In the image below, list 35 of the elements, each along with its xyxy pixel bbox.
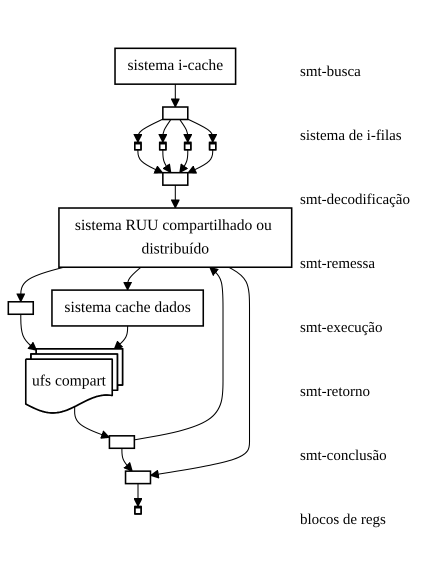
stage-label: smt-conclusão <box>300 448 388 464</box>
arrow <box>20 314 38 351</box>
node-bar <box>108 434 136 449</box>
node-bar <box>124 470 152 484</box>
arrow <box>134 266 224 440</box>
stage-label: smt-execução <box>300 320 384 336</box>
arrow <box>188 118 218 143</box>
node-box: sistema cache dados <box>51 289 204 327</box>
arrow <box>179 119 192 143</box>
arrow <box>187 150 214 174</box>
stage-label: smt-retorno <box>300 384 371 400</box>
node-bar <box>8 300 34 315</box>
arrow <box>170 84 180 108</box>
stage-label: smt-remessa <box>300 256 376 272</box>
stage-label: sistema de i-filas <box>300 128 403 144</box>
arrow <box>158 119 172 143</box>
arrow <box>121 448 133 472</box>
arrow <box>123 266 142 290</box>
node-bar <box>162 106 189 120</box>
stage-label: smt-decodificação <box>300 192 411 208</box>
arrow <box>137 150 164 174</box>
node-box: sistema RUU compartilhado ou distribuído <box>58 207 292 268</box>
node-box: sistema i-cache <box>114 47 236 85</box>
arrow <box>114 326 128 350</box>
arrow <box>150 266 250 478</box>
stage-label: smt-busca <box>300 64 362 80</box>
arrow <box>74 407 110 439</box>
arrow <box>162 150 172 173</box>
arrow <box>16 266 64 302</box>
node-bar <box>162 172 189 186</box>
arrow <box>179 150 188 173</box>
arrow <box>133 483 143 507</box>
arrow <box>133 118 164 143</box>
stage-label: blocos de regs <box>300 512 387 528</box>
arrow <box>170 185 180 208</box>
